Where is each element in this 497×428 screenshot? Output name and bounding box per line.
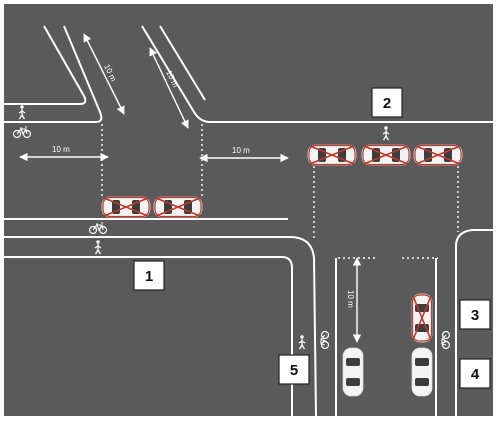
measure-label: 10 m <box>232 146 250 155</box>
badge-label: 1 <box>145 268 153 285</box>
prohibited-car-icon <box>101 196 151 218</box>
badge-label: 5 <box>290 362 298 379</box>
allowed-car-icon <box>411 347 433 397</box>
road-edges <box>4 25 493 417</box>
badge-1: 1 <box>133 260 165 291</box>
allowed-car-icon <box>342 347 364 397</box>
badge-4: 4 <box>459 358 491 389</box>
badge-label: 3 <box>471 307 479 324</box>
measurement-mid-horiz: 10 m <box>199 146 289 163</box>
prohibited-car-icon <box>361 144 411 166</box>
badge-2: 2 <box>371 87 403 118</box>
prohibited-car-icon <box>413 144 463 166</box>
measurement-vertical: 10 m <box>346 257 362 343</box>
prohibited-car-icon <box>307 144 357 166</box>
badge-3: 3 <box>459 299 491 330</box>
measurement-left-horiz: 10 m <box>19 145 109 162</box>
badge-5: 5 <box>278 354 310 385</box>
badge-label: 2 <box>383 95 391 112</box>
measure-label: 10 m <box>346 290 355 308</box>
badge-label: 4 <box>471 366 480 383</box>
prohibited-car-icon <box>153 196 203 218</box>
prohibited-car-icon <box>411 293 433 343</box>
measure-label: 10 m <box>52 145 70 154</box>
